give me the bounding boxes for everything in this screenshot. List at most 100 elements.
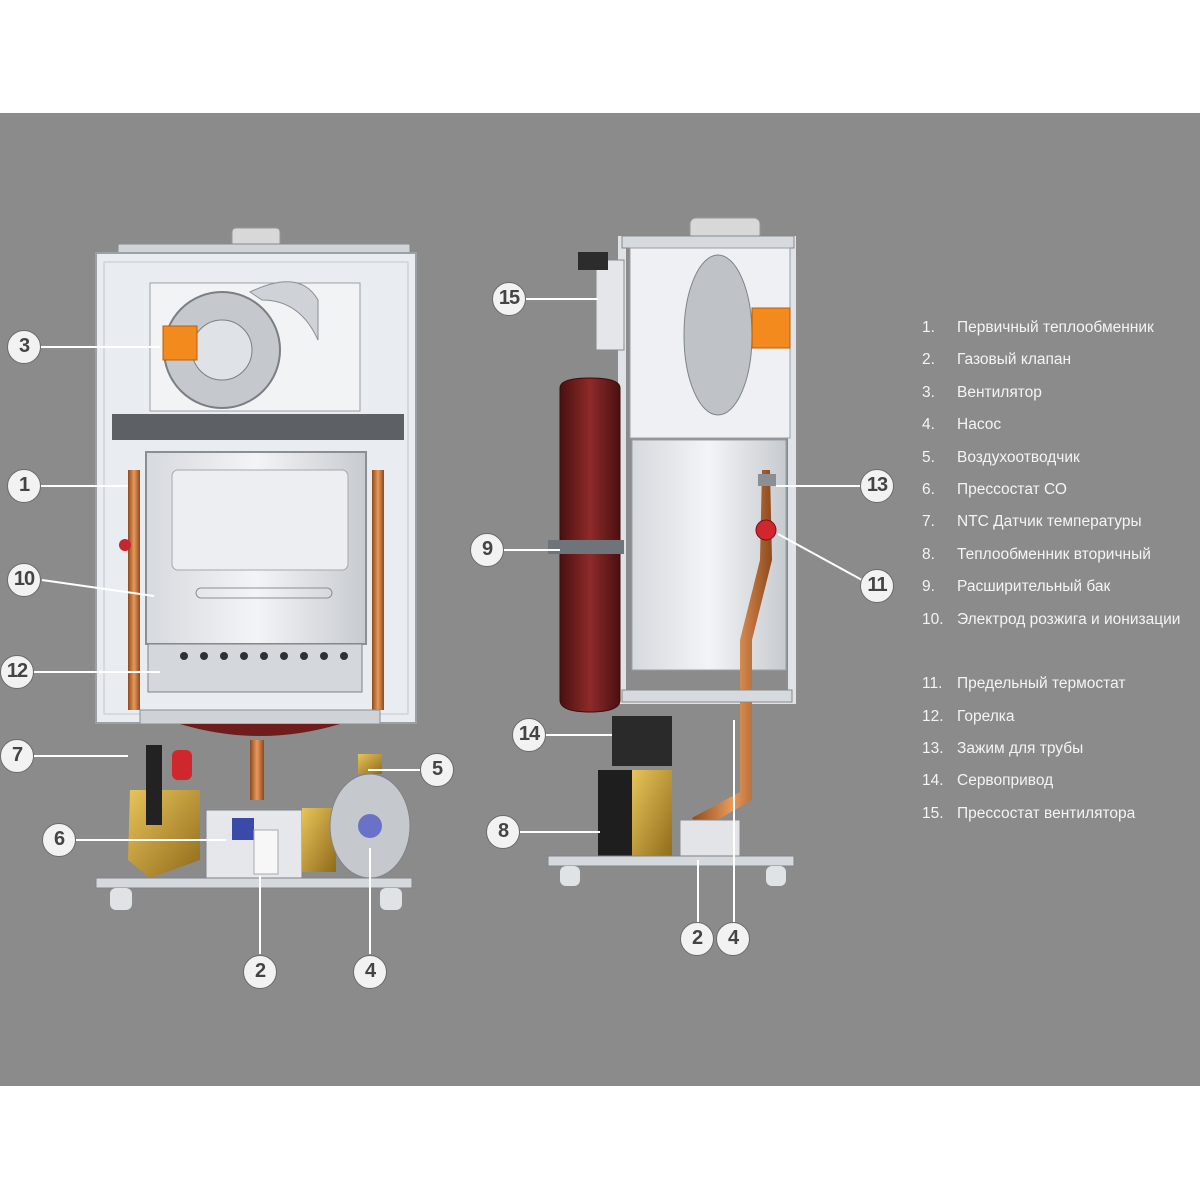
front-crossbar: [112, 414, 404, 440]
legend-item-5: 5. Воздухоотводчик: [922, 442, 1200, 474]
callout-8: 8: [486, 815, 520, 849]
side-pipe-clamp: [758, 474, 776, 486]
legend-item-13: 13. Зажим для трубы: [922, 733, 1200, 765]
callout-11: 11: [860, 569, 894, 603]
legend-text: Газовый клапан: [957, 351, 1072, 369]
legend-num: 15.: [922, 804, 944, 822]
side-base-rail: [547, 855, 795, 867]
legend-num: 5.: [922, 448, 935, 466]
side-fan-pressostat: [595, 259, 625, 351]
legend-text: Прессостат вентилятора: [957, 804, 1136, 822]
legend-text: Расширительный бак: [957, 578, 1111, 596]
front-pump-center: [358, 814, 382, 838]
legend-num: 9.: [922, 578, 935, 596]
parts-legend: 1. Первичный теплообменник 2. Газовый клап…: [922, 312, 1200, 830]
callout-14: 14: [512, 718, 546, 752]
legend-item-4: 4. Насос: [922, 409, 1200, 441]
front-foot-right: [380, 888, 402, 910]
front-black-pipe: [146, 745, 162, 825]
legend-num: 7.: [922, 513, 935, 531]
side-tank-strap: [548, 540, 624, 554]
legend-item-7: 7. NTC Датчик температуры: [922, 506, 1200, 538]
callout-3: 3: [7, 330, 41, 364]
front-copper-pipe-right: [372, 470, 384, 710]
front-ntc-sensor: [119, 539, 131, 551]
legend-item-14: 14. Сервопривод: [922, 765, 1200, 797]
legend-text: NTC Датчик температуры: [957, 513, 1142, 531]
front-fan-hub: [191, 319, 253, 381]
front-copper-pipe-left: [128, 470, 140, 710]
side-foot-right: [766, 866, 786, 886]
front-gas-valve-white: [253, 829, 279, 875]
callout-2-side: 2: [680, 922, 714, 956]
front-exchanger-slot: [195, 587, 333, 599]
front-copper-riser: [250, 740, 264, 800]
legend-item-11: 11. Предельный термостат: [922, 668, 1200, 700]
side-secondary-exchanger: [598, 770, 634, 860]
legend-num: 11.: [922, 675, 943, 693]
callout-4-front: 4: [353, 955, 387, 989]
front-burner: [147, 643, 363, 693]
callout-2-front: 2: [243, 955, 277, 989]
legend-num: 4.: [922, 416, 935, 434]
front-exchanger-panel: [171, 469, 349, 571]
legend-num: 10.: [922, 610, 944, 628]
side-pressostat-top: [578, 252, 608, 270]
legend-item-15: 15. Прессостат вентилятора: [922, 798, 1200, 830]
front-safety-valve: [172, 750, 192, 780]
legend-item-3: 3. Вентилятор: [922, 377, 1200, 409]
side-foot-left: [560, 866, 580, 886]
callout-13: 13: [860, 469, 894, 503]
legend-text: Предельный термостат: [957, 675, 1126, 693]
legend-num: 8.: [922, 545, 935, 563]
legend-text: Воздухоотводчик: [957, 448, 1080, 466]
legend-num: 2.: [922, 351, 935, 369]
front-tank-edge: [180, 724, 340, 736]
callout-12: 12: [0, 655, 34, 689]
callout-7: 7: [0, 739, 34, 773]
legend-num: 3.: [922, 383, 935, 401]
side-view: [547, 217, 796, 886]
legend-num: 13.: [922, 740, 944, 758]
front-brass-left: [128, 790, 200, 878]
front-burner-jets: [180, 652, 348, 660]
side-fan-motor: [751, 307, 791, 349]
legend-item-8: 8.Теплообменник вторичный: [922, 539, 1200, 571]
legend-num: 1.: [922, 319, 935, 336]
legend-item-12: 12. Горелка: [922, 701, 1200, 733]
legend-text: Прессостат СО: [957, 480, 1067, 498]
side-copper-pipe: [692, 470, 772, 830]
legend-num: 6.: [922, 480, 935, 498]
legend-num: 12.: [922, 707, 944, 725]
callout-4-side: 4: [716, 922, 750, 956]
callout-9: 9: [470, 533, 504, 567]
side-top-bar: [621, 235, 795, 249]
callout-10: 10: [7, 563, 41, 597]
front-fan-volute: [248, 281, 319, 341]
legend-item-1: 1. Первичный теплообменник: [922, 312, 1200, 344]
side-limit-thermostat: [755, 519, 777, 541]
legend-text: Горелка: [957, 707, 1015, 725]
callout-1: 1: [7, 469, 41, 503]
legend-item-2: 2. Газовый клапан: [922, 344, 1200, 376]
legend-num: 14.: [922, 772, 944, 790]
front-view: [95, 227, 417, 910]
legend-text: Вентилятор: [957, 383, 1042, 401]
legend-text: Зажим для трубы: [957, 740, 1084, 758]
side-brass-block: [632, 770, 672, 860]
callout-5: 5: [420, 753, 454, 787]
legend-item-6: 6. Прессостат СО: [922, 474, 1200, 506]
front-gas-valve: [232, 818, 254, 840]
front-hydraulic-rail: [95, 877, 413, 889]
leader-lines: [34, 298, 863, 954]
legend-text: Первичный теплообменник: [957, 319, 1154, 336]
legend-item-9: 9. Расширительный бак: [922, 571, 1200, 603]
front-foot-left: [110, 888, 132, 910]
legend-text: Насос: [957, 416, 1002, 434]
front-fan-motor: [162, 325, 198, 361]
legend-item-10: 10. Электрод розжига и ионизации: [922, 604, 1200, 669]
callout-15: 15: [492, 282, 526, 316]
legend-text: Электрод розжига и ионизации: [957, 610, 1181, 628]
legend-text: Сервопривод: [957, 772, 1054, 790]
